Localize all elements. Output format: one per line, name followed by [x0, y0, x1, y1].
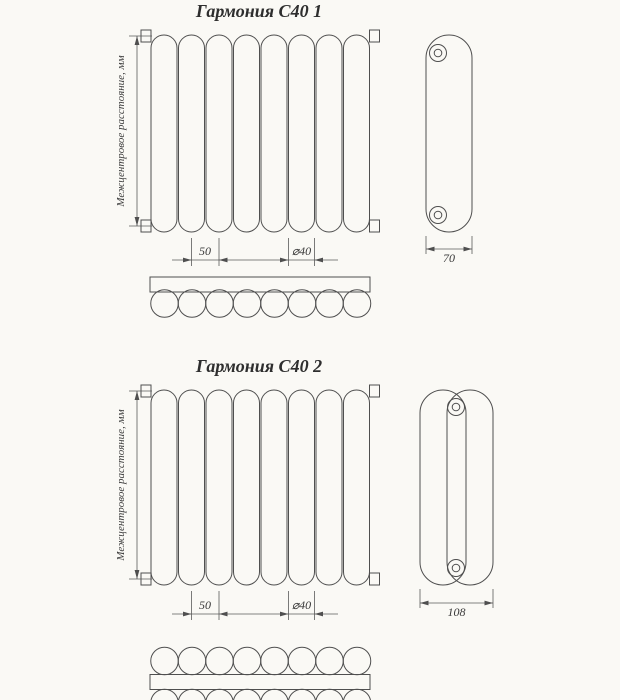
arrowhead-down: [134, 217, 140, 226]
center-distance-label: Межцентровое расстояние, мм: [115, 55, 127, 207]
radiator-tube: [233, 389, 260, 586]
pipe-fitting-bore: [451, 402, 461, 412]
pipe-fitting: [447, 398, 465, 416]
connector-top-right: [369, 384, 380, 398]
arrowhead: [183, 257, 192, 263]
radiator-tube: [205, 389, 233, 586]
tube-section: [260, 646, 289, 676]
tube-section: [342, 646, 372, 676]
drawing1-title: Гармония С40 1: [195, 1, 322, 21]
tube-section: [233, 688, 261, 700]
arrowhead: [314, 611, 323, 617]
tube-section: [315, 289, 344, 318]
radiator-tube: [178, 389, 205, 586]
tube-section: [232, 289, 262, 318]
arrowhead-up: [134, 36, 140, 45]
radiator-tube: [260, 34, 288, 233]
depth-dimension-text: 70: [443, 251, 455, 265]
connector-top-right: [369, 29, 380, 43]
drawing2-top-view: [149, 646, 372, 700]
radiator-tube: [150, 34, 178, 233]
arrowhead: [426, 246, 435, 252]
radiator-tube: [343, 34, 370, 233]
tube-section: [178, 688, 206, 700]
connector-bottom-right: [369, 219, 380, 233]
collector: [149, 674, 371, 690]
tube-section: [150, 646, 179, 676]
drawing1-front-view: [140, 29, 380, 233]
radiator-tube: [288, 34, 315, 233]
radiator-tube: [343, 389, 370, 586]
drawing1-top-view: [149, 276, 372, 318]
pipe-fitting-bore: [433, 210, 443, 220]
radiator-tube: [288, 389, 315, 586]
radiator-tube: [260, 389, 288, 586]
drawing1-side-view: 70: [425, 34, 473, 265]
drawing2-side-view: 108: [419, 389, 494, 619]
drawing1-vertical-dimension: Межцентровое расстояние, мм: [115, 35, 152, 227]
arrowhead: [314, 257, 323, 263]
pipe-fitting-bore: [433, 48, 443, 58]
arrowhead: [280, 257, 289, 263]
tube-section: [150, 289, 179, 318]
tube-section: [177, 646, 207, 676]
arrowhead-down: [134, 570, 140, 579]
drawing2-vertical-dimension: Межцентровое расстояние, мм: [115, 390, 152, 580]
tube-section: [205, 289, 234, 318]
tube-section: [205, 646, 234, 676]
tube-section: [260, 289, 289, 318]
arrowhead: [183, 611, 192, 617]
side-profile-front-row: [419, 389, 467, 586]
arrowhead: [420, 600, 429, 606]
drawing1-lower-dimensions: 50 ⌀40: [172, 238, 338, 266]
drawing2-title: Гармония С40 2: [195, 356, 322, 376]
center-distance-label: Межцентровое расстояние, мм: [115, 409, 127, 561]
tube-section: [288, 688, 316, 700]
arrowhead-up: [134, 391, 140, 400]
arrowhead: [219, 611, 228, 617]
tube-section: [150, 688, 179, 700]
radiator-tube: [150, 389, 178, 586]
drawing2-lower-dimensions: 50 ⌀40: [172, 591, 338, 620]
tube-section: [343, 688, 371, 700]
drawing2-front-view: [140, 384, 380, 586]
pipe-fitting-bore: [451, 563, 461, 573]
arrowhead: [219, 257, 228, 263]
side-profile: [425, 34, 473, 233]
tube-section: [232, 646, 262, 676]
diameter-dimension-text: ⌀40: [292, 598, 311, 612]
connector-bottom-right: [369, 572, 380, 586]
radiator-tube: [315, 389, 343, 586]
pitch-dimension-text: 50: [199, 598, 211, 612]
arrowhead: [280, 611, 289, 617]
tube-section: [287, 646, 317, 676]
arrowhead: [484, 600, 493, 606]
pitch-dimension-text: 50: [199, 244, 211, 258]
tube-section: [260, 688, 289, 700]
radiator-tube: [178, 34, 205, 233]
side-profile-back-row: [446, 389, 494, 586]
pipe-fitting: [429, 44, 447, 62]
tube-section: [287, 289, 317, 318]
radiator-tube: [233, 34, 260, 233]
radiator-tube: [315, 34, 343, 233]
tube-section: [205, 688, 234, 700]
tube-section: [315, 646, 344, 676]
tube-section: [342, 289, 372, 318]
tube-section: [315, 688, 344, 700]
depth-dimension-text: 108: [448, 605, 466, 619]
radiator-tube: [205, 34, 233, 233]
pipe-fitting: [447, 559, 465, 577]
pipe-fitting: [429, 206, 447, 224]
collector: [149, 276, 371, 293]
tube-section: [177, 289, 207, 318]
arrowhead: [463, 246, 472, 252]
diameter-dimension-text: ⌀40: [292, 244, 311, 258]
